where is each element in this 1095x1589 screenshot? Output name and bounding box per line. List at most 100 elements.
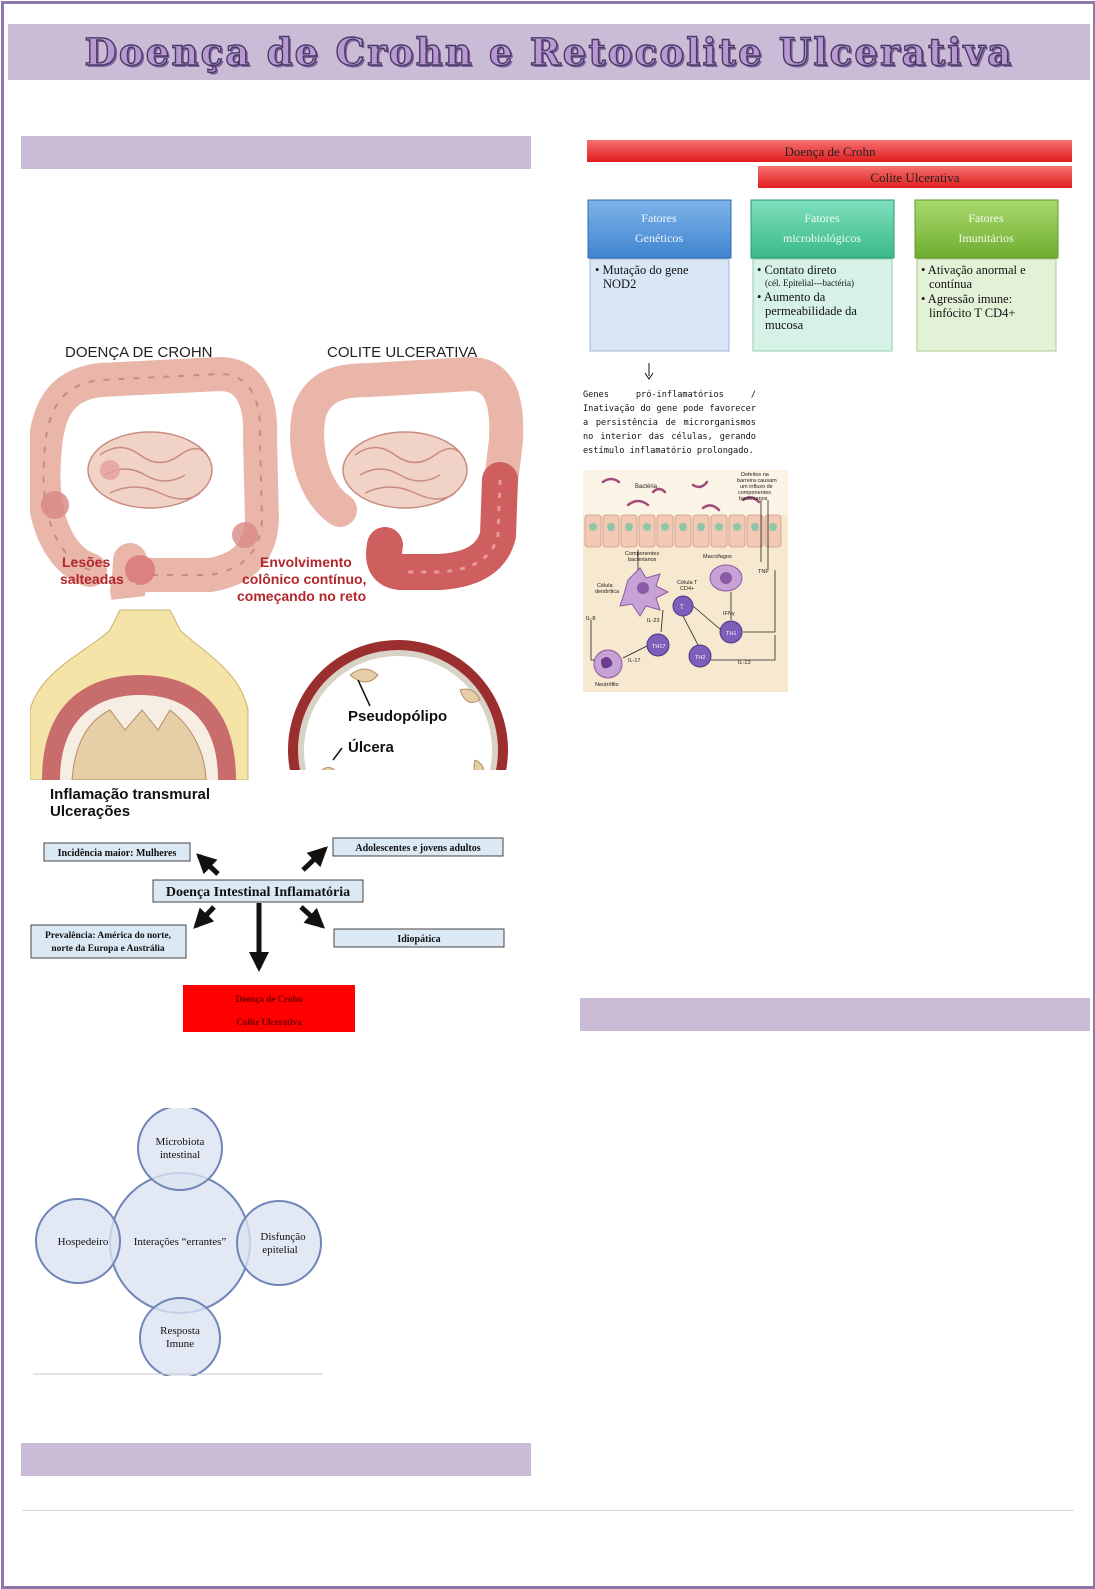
- genetic-body: [589, 258, 730, 352]
- cell-bacteria-label: Bactéria: [635, 484, 658, 490]
- banner-uc: [758, 166, 1072, 188]
- venn-center: Interações “errantes”: [134, 1236, 227, 1248]
- cell-defects-3: um influxo de: [740, 484, 773, 490]
- micro-title-2: microbiológicos: [783, 231, 861, 245]
- immune-body: [916, 258, 1057, 352]
- ulcer-label: Úlcera: [348, 738, 395, 756]
- prevalence-text-2: norte da Europa e Austrália: [51, 944, 165, 954]
- micro-bullet-1: • Contato direto: [757, 263, 836, 277]
- uc-caption-3: começando no reto: [237, 588, 366, 604]
- transmural-label-1: Inflamação transmural: [50, 786, 210, 803]
- uc-heading: COLITE ULCERATIVA: [327, 344, 477, 361]
- cell-macrophages: Macrófagos: [703, 554, 732, 560]
- crohn-cross-section: [30, 609, 249, 781]
- section-bar-3: [21, 1443, 531, 1476]
- micro-bullet-1-sub: (cél. Epitelial---bactéria): [765, 278, 854, 288]
- cell-components-1: Componentes: [625, 551, 659, 557]
- cell-th17: TH17: [652, 644, 665, 650]
- t-cells: [646, 595, 743, 668]
- uc-caption-1: Envolvimento: [260, 554, 352, 570]
- venn-right-2: epitelial: [262, 1244, 297, 1256]
- uc-colon-illustration: [290, 356, 524, 590]
- dendritic-cell: [619, 567, 670, 617]
- micro-bullet-2b: permeabilidade da: [765, 304, 857, 318]
- anatomy-figure: DOENÇA DE CROHN COLITE ULCERATIVA Lesões…: [30, 344, 525, 840]
- footer-rule: [22, 1510, 1074, 1511]
- cell-t0: T: [680, 605, 684, 611]
- banner-crohn-text: Doença de Crohn: [785, 144, 876, 159]
- venn-right-1: Disfunção: [260, 1231, 306, 1243]
- genetic-bullet-1b: NOD2: [603, 277, 636, 291]
- bacteria: [601, 477, 761, 512]
- cell-illustration: Bactéria Defeitos na barreira causam um …: [583, 470, 788, 692]
- venn-bottom-2: Imune: [166, 1338, 194, 1350]
- banner-crohn: [587, 140, 1072, 162]
- immune-bullet-2b: linfócito T CD4+: [929, 306, 1015, 320]
- genetic-title-2: Genéticos: [635, 231, 683, 245]
- venn-top-2: intestinal: [160, 1149, 200, 1161]
- cell-tcell-1: Célula T: [677, 580, 698, 586]
- cell-ifn: IFNγ: [723, 611, 735, 617]
- genes-text: Genes pró-inflamatórios / Inativação do …: [583, 390, 756, 456]
- incidence-text: Incidência maior: Mulheres: [58, 848, 177, 859]
- cell-neutrophil: Neutrófilo: [595, 682, 619, 688]
- outcome-box: [183, 985, 355, 1032]
- crohn-heading: DOENÇA DE CROHN: [65, 344, 213, 361]
- pseudopolyp-label: Pseudopólipo: [348, 708, 447, 725]
- crohn-colon-illustration: [30, 356, 280, 600]
- venn-top-1: Microbiota: [156, 1136, 205, 1148]
- immune-title-1: Fatores: [968, 211, 1004, 225]
- macrophage: [709, 564, 743, 592]
- immune-header: [914, 199, 1059, 259]
- micro-header: [750, 199, 895, 259]
- age-box: [332, 837, 504, 857]
- immune-bullet-2: • Agressão imune:: [921, 292, 1012, 306]
- idiopathic-text: Idiopática: [397, 934, 440, 945]
- cell-defects-1: Defeitos na: [741, 472, 770, 478]
- title-bar: Doença de Crohn e Retocolite Ulcerativa: [8, 24, 1090, 80]
- micro-title-1: Fatores: [804, 211, 840, 225]
- crohn-caption-1: Lesões: [62, 554, 110, 570]
- cell-arrows: [590, 500, 776, 661]
- venn-bottom-1: Resposta: [160, 1325, 200, 1337]
- section-bar-2: [580, 998, 1090, 1031]
- genetic-title-1: Fatores: [641, 211, 677, 225]
- venn-circles: [35, 1108, 322, 1376]
- ibd-center-box: [152, 879, 364, 903]
- venn-left: Hospedeiro: [58, 1236, 109, 1248]
- ibd-center-text: Doença Intestinal Inflamatória: [166, 885, 350, 900]
- genetic-header: [587, 199, 732, 259]
- page-title: Doença de Crohn e Retocolite Ulcerativa: [84, 29, 1014, 74]
- cell-th2: TH2: [695, 655, 705, 661]
- crohn-caption-2: salteadas: [60, 571, 124, 587]
- immune-bullet-1b: contínua: [929, 277, 972, 291]
- ibd-diagram: Incidência maior: Mulheres Adolescentes …: [30, 837, 505, 1032]
- cell-il23: IL-23: [647, 618, 660, 624]
- genetic-bullet-1: • Mutação do gene: [595, 263, 689, 277]
- cell-defects-2: barreira causam: [737, 478, 777, 484]
- section-bar-1: [21, 136, 531, 169]
- cell-defects-5: bacterianos: [739, 496, 768, 502]
- immune-bullet-1: • Ativação anormal e: [921, 263, 1026, 277]
- outcome-text-2: Colite Ulcerativa: [236, 1017, 302, 1027]
- cell-tnf: TNF: [758, 569, 769, 575]
- micro-bullet-2c: mucosa: [765, 318, 804, 332]
- neutrophil-cell: [593, 649, 623, 679]
- micro-body: [752, 258, 893, 352]
- cell-tcell-2: CD4+: [680, 586, 694, 592]
- micro-bullet-2: • Aumento da: [757, 290, 826, 304]
- incidence-box: [43, 842, 191, 862]
- venn-diagram: Microbiota intestinal Hospedeiro Interaç…: [33, 1108, 323, 1376]
- prevalence-box: [30, 924, 187, 959]
- factors-diagram: Doença de Crohn Colite Ulcerativa Fatore…: [587, 140, 1072, 380]
- cell-il13: IL-13: [738, 660, 751, 666]
- idiopathic-box: [333, 928, 505, 948]
- uc-caption-2: colônico contínuo,: [242, 571, 366, 587]
- cell-dendritic-2: dendrítica: [595, 589, 620, 595]
- cell-dendritic-1: Célula: [597, 583, 614, 589]
- transmural-label-2: Ulcerações: [50, 803, 130, 820]
- epithelium-nuclei: [589, 523, 777, 531]
- cell-defects-4: componentes: [738, 490, 771, 496]
- cell-il17: IL-17: [628, 658, 641, 664]
- cell-th1: TH1: [726, 631, 736, 637]
